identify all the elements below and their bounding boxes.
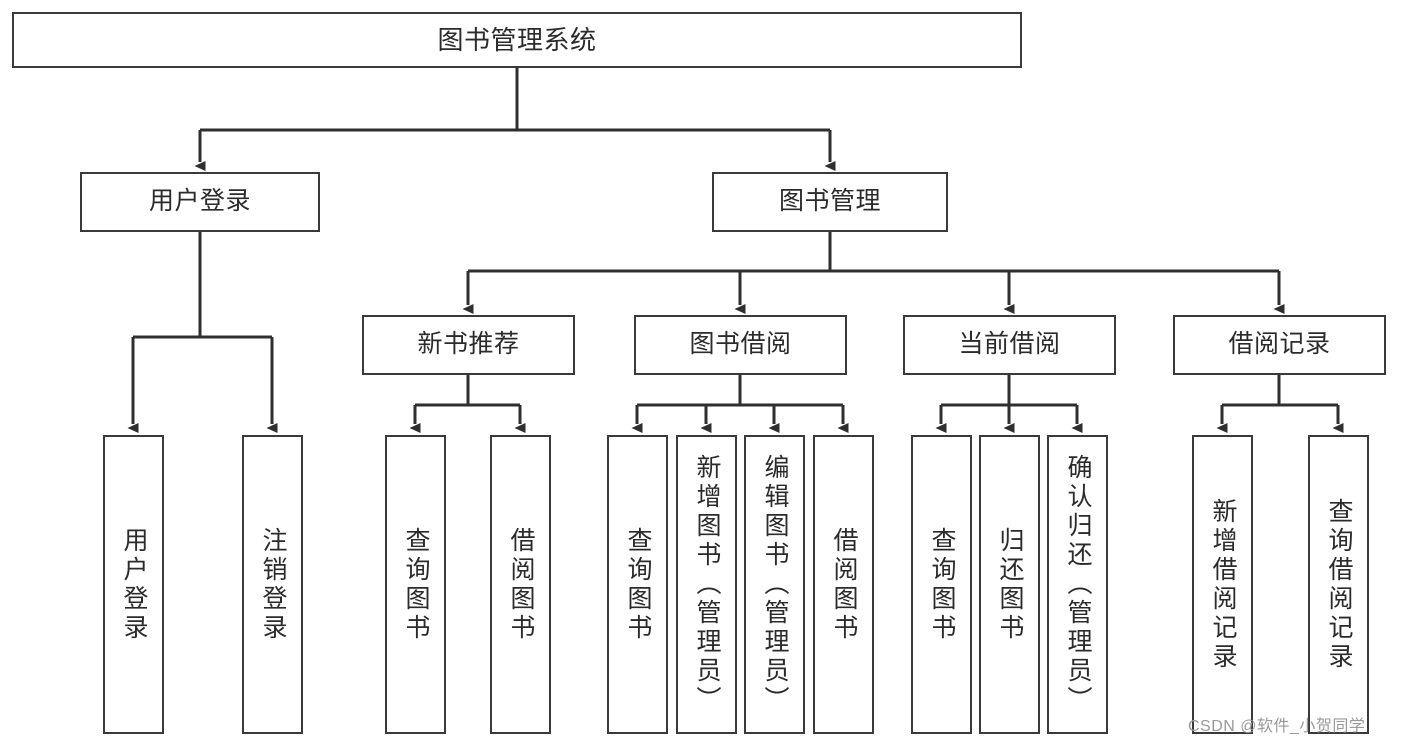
node-leaf-edit-book-admin[interactable]: 编辑图书（管理员） [744, 435, 805, 734]
node-leaf-add-book-admin[interactable]: 新增图书（管理员） [676, 435, 737, 734]
node-leaf-return-book-label: 归还图书 [996, 526, 1024, 643]
node-new-book-recommend[interactable]: 新书推荐 [362, 315, 575, 375]
node-book-borrow[interactable]: 图书借阅 [634, 315, 847, 375]
node-leaf-query-book-2[interactable]: 查询图书 [607, 435, 668, 734]
node-leaf-borrow-book-2-label: 借阅图书 [830, 526, 858, 643]
node-borrow-record[interactable]: 借阅记录 [1173, 315, 1386, 375]
node-leaf-query-borrow-record[interactable]: 查询借阅记录 [1308, 435, 1369, 734]
node-leaf-return-book[interactable]: 归还图书 [979, 435, 1040, 734]
node-leaf-add-book-admin-label: 新增图书（管理员） [693, 454, 721, 715]
node-leaf-edit-book-admin-label: 编辑图书（管理员） [761, 454, 789, 715]
node-book-borrow-label: 图书借阅 [689, 330, 792, 359]
node-leaf-add-borrow-record-label: 新增借阅记录 [1209, 497, 1237, 672]
node-root-label: 图书管理系统 [437, 24, 597, 55]
node-leaf-query-book-1[interactable]: 查询图书 [385, 435, 446, 734]
node-current-borrow[interactable]: 当前借阅 [903, 315, 1116, 375]
node-leaf-user-logout[interactable]: 注销登录 [242, 435, 303, 734]
node-user-login-label: 用户登录 [148, 187, 251, 216]
csdn-watermark: CSDN @软件_小贺同学 [1188, 718, 1366, 735]
node-leaf-borrow-book-2[interactable]: 借阅图书 [813, 435, 874, 734]
node-leaf-borrow-book-1[interactable]: 借阅图书 [490, 435, 551, 734]
node-book-manage-label: 图书管理 [778, 187, 881, 216]
node-current-borrow-label: 当前借阅 [958, 330, 1061, 359]
node-leaf-query-borrow-record-label: 查询借阅记录 [1325, 497, 1353, 672]
node-leaf-confirm-return-admin-label: 确认归还（管理员） [1064, 454, 1092, 715]
node-leaf-confirm-return-admin[interactable]: 确认归还（管理员） [1047, 435, 1108, 734]
node-leaf-user-login-label: 用户登录 [120, 526, 148, 643]
node-leaf-user-login[interactable]: 用户登录 [103, 435, 164, 734]
node-leaf-query-book-3-label: 查询图书 [928, 526, 956, 643]
node-new-book-recommend-label: 新书推荐 [417, 330, 520, 359]
node-leaf-query-book-3[interactable]: 查询图书 [911, 435, 972, 734]
node-leaf-query-book-2-label: 查询图书 [624, 526, 652, 643]
node-leaf-borrow-book-1-label: 借阅图书 [507, 526, 535, 643]
node-leaf-add-borrow-record[interactable]: 新增借阅记录 [1192, 435, 1253, 734]
node-root[interactable]: 图书管理系统 [12, 12, 1022, 68]
node-user-login[interactable]: 用户登录 [80, 172, 320, 232]
node-leaf-query-book-1-label: 查询图书 [402, 526, 430, 643]
node-book-manage[interactable]: 图书管理 [712, 172, 948, 232]
node-borrow-record-label: 借阅记录 [1228, 330, 1331, 359]
node-leaf-user-logout-label: 注销登录 [259, 526, 287, 643]
